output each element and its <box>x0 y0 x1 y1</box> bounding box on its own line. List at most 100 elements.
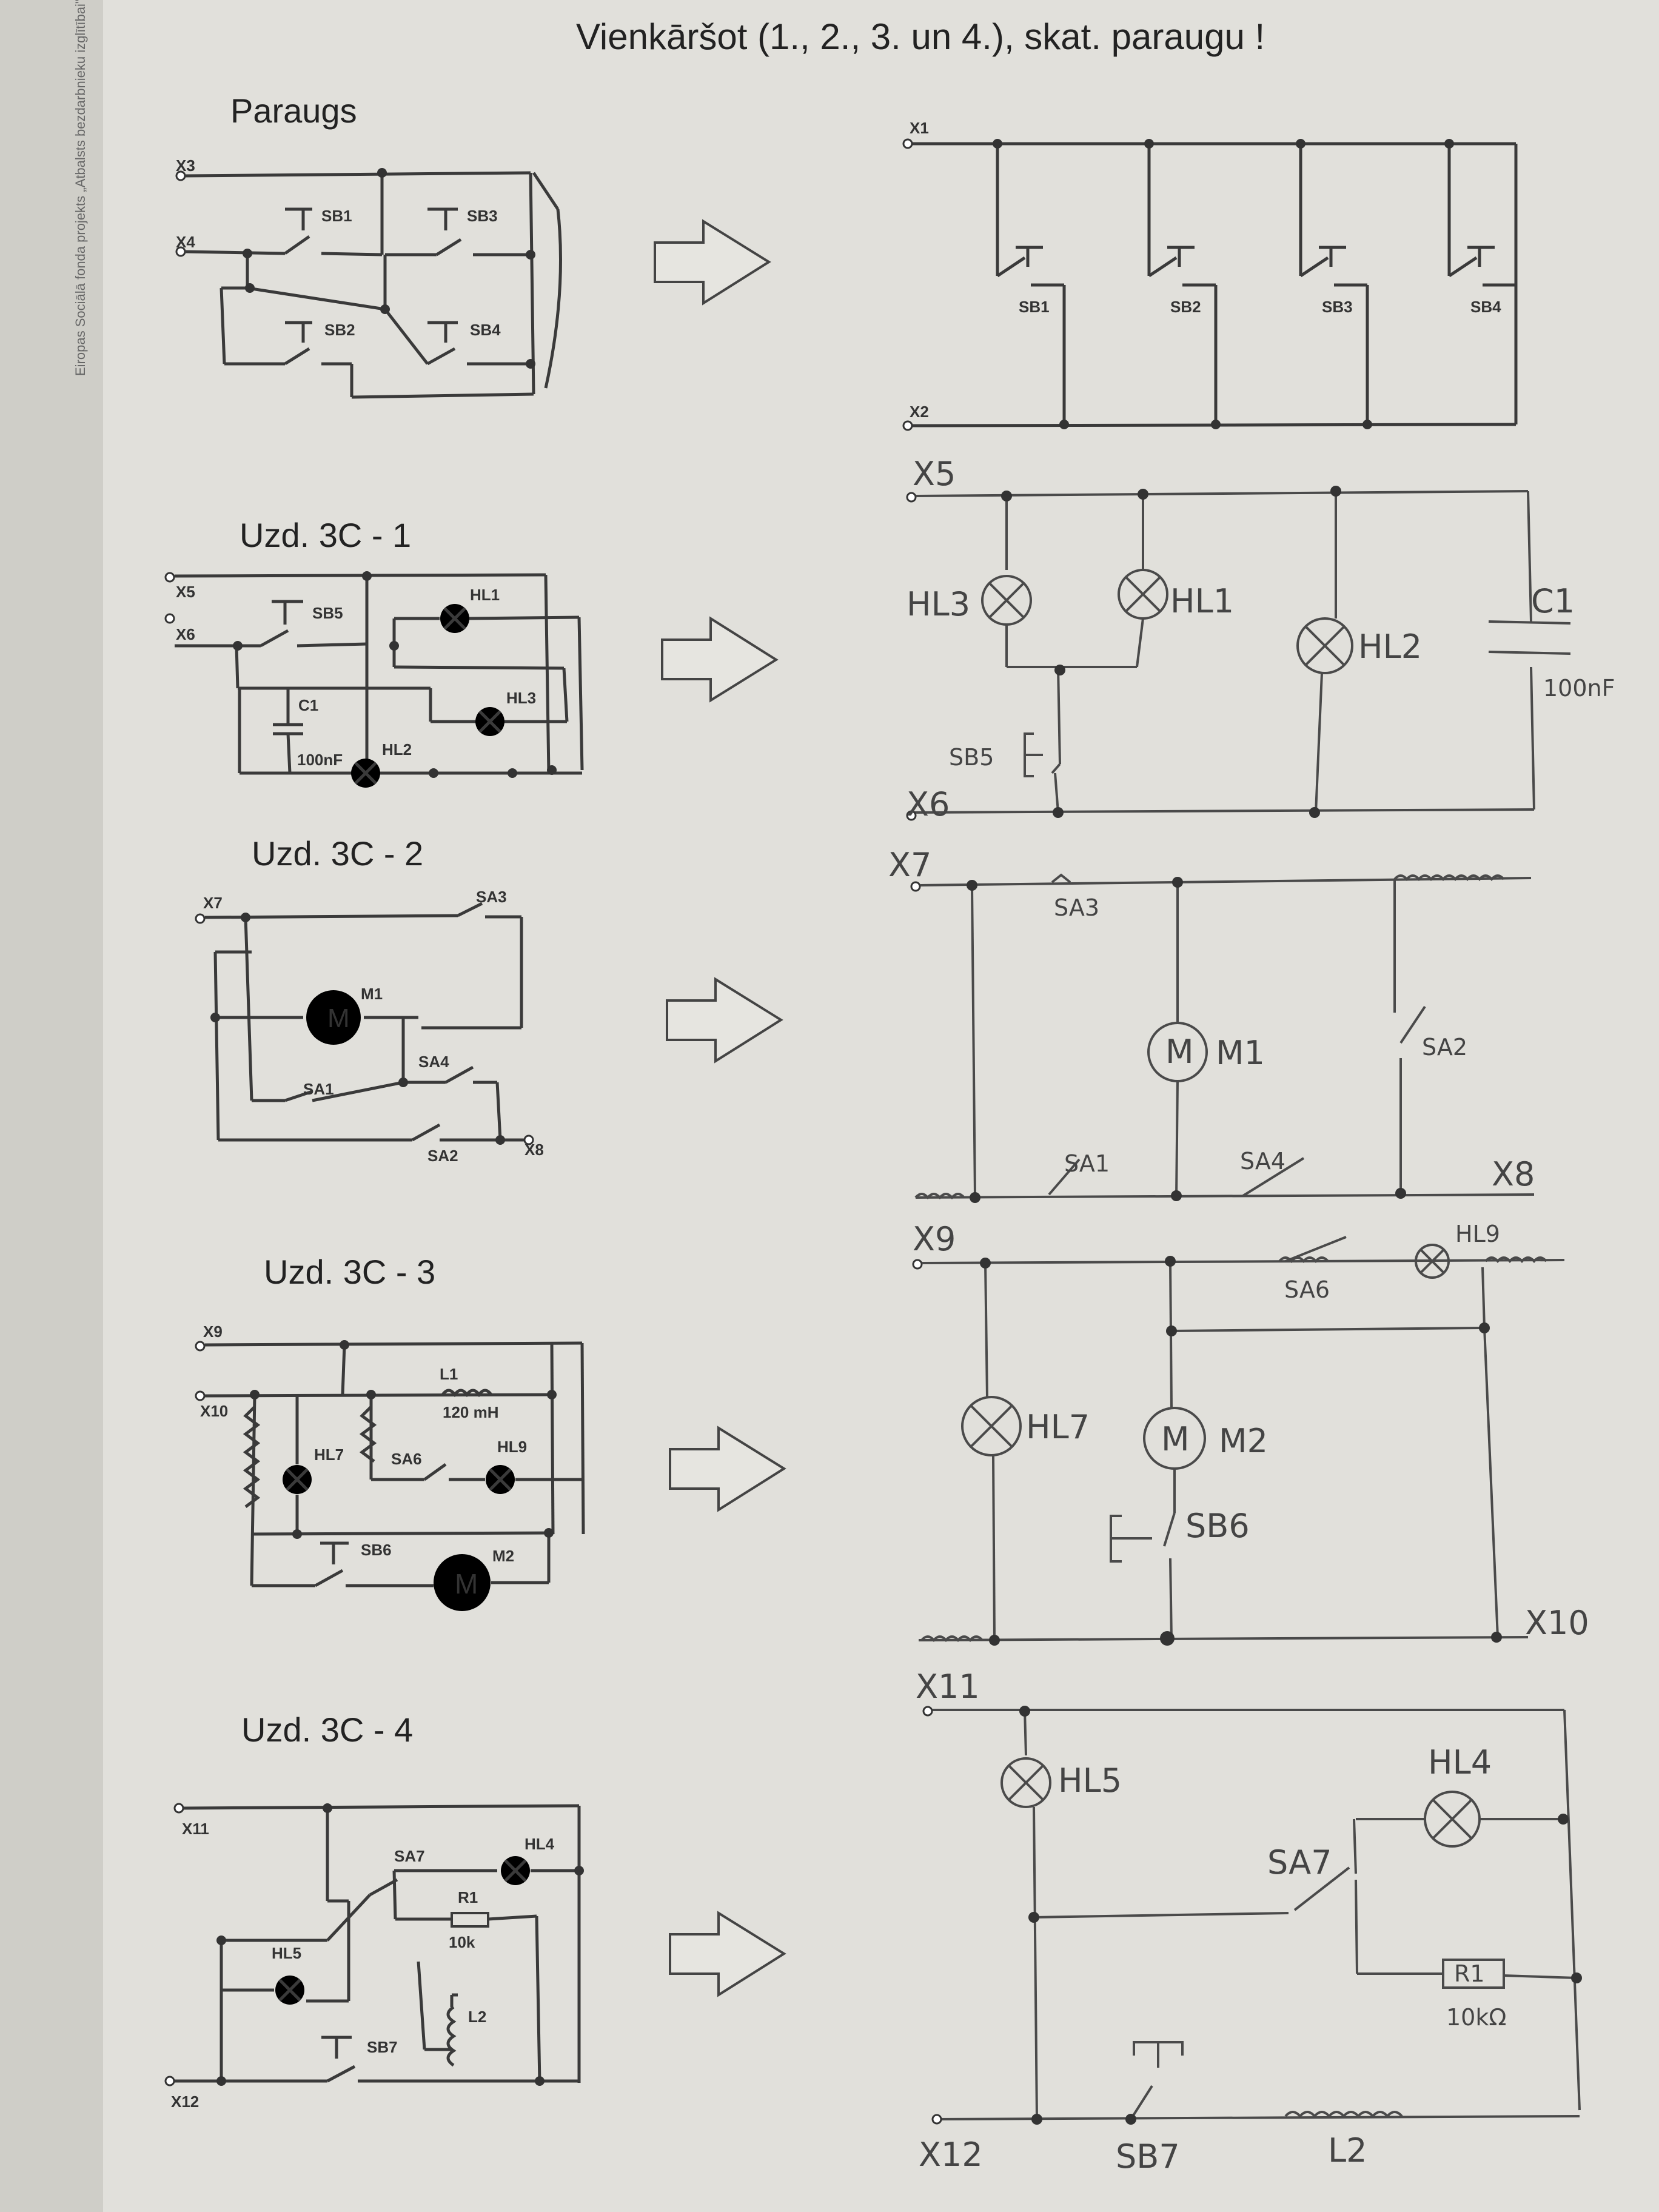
component-label: SB4 <box>1470 298 1501 316</box>
terminal-label: X6 <box>176 625 195 643</box>
task1-printed-circuit <box>164 571 584 788</box>
component-label: M2 <box>1219 1422 1268 1460</box>
component-label: L1 <box>440 1365 458 1383</box>
example-printed-circuit <box>175 168 562 399</box>
arrow-right-icon <box>669 1426 786 1512</box>
component-label: HL5 <box>1058 1761 1122 1800</box>
component-label: SB2 <box>324 321 355 339</box>
terminal-label: X11 <box>916 1667 980 1706</box>
component-label: C1 <box>298 696 318 714</box>
component-label: SB5 <box>949 744 994 771</box>
section-label-task-3: Uzd. 3C - 3 <box>264 1253 436 1291</box>
terminal-label: X10 <box>1525 1604 1589 1642</box>
component-label: HL2 <box>1358 628 1422 666</box>
terminal-label: X7 <box>203 894 223 912</box>
component-label: SB4 <box>470 321 501 339</box>
component-value: 100nF <box>1543 675 1615 702</box>
component-label: SA4 <box>418 1053 449 1071</box>
terminal-label: X2 <box>910 403 929 421</box>
component-label: L2 <box>468 2008 486 2026</box>
arrow-right-icon <box>661 616 779 703</box>
component-label: HL3 <box>506 689 536 707</box>
arrows <box>654 219 786 1997</box>
component-label: SB3 <box>1322 298 1353 316</box>
task4-answer-circuit <box>922 1706 1582 2125</box>
terminal-label: X12 <box>919 2136 983 2174</box>
component-label: HL4 <box>525 1835 555 1853</box>
component-label: HL7 <box>1026 1408 1090 1446</box>
terminal-label: X1 <box>910 119 929 137</box>
motor-symbol: M <box>1165 1033 1194 1071</box>
component-label: SA2 <box>1422 1034 1467 1061</box>
task3-answer-circuit <box>912 1236 1565 1646</box>
component-label: HL9 <box>497 1438 527 1456</box>
component-label: R1 <box>1454 1960 1485 1987</box>
component-label: HL3 <box>907 585 970 623</box>
terminal-label: X4 <box>176 233 195 251</box>
component-value: 10k <box>449 1933 475 1951</box>
section-label-task-4: Uzd. 3C - 4 <box>241 1711 414 1749</box>
component-label: HL9 <box>1455 1221 1500 1247</box>
task3-printed-circuit <box>195 1340 585 1611</box>
component-label: SA3 <box>476 888 507 906</box>
section-label-example: Paraugs <box>230 92 357 130</box>
task2-printed-circuit <box>195 902 534 1145</box>
terminal-label: X9 <box>913 1220 956 1258</box>
example-answer-circuit <box>902 138 1518 431</box>
component-label: SA4 <box>1240 1148 1285 1175</box>
terminal-label: X8 <box>525 1141 544 1159</box>
motor-symbol: M <box>1161 1420 1190 1458</box>
component-label: SA6 <box>1284 1276 1330 1303</box>
component-value: 100nF <box>297 751 343 769</box>
component-label: SA1 <box>303 1080 334 1098</box>
terminal-label: X6 <box>907 785 950 823</box>
component-label: SB1 <box>321 207 352 225</box>
component-label: HL2 <box>382 740 412 759</box>
component-label: M1 <box>361 985 383 1003</box>
arrow-right-icon <box>669 1911 786 1997</box>
task1-answer-circuit <box>906 486 1571 821</box>
component-value: 10kΩ <box>1446 2004 1506 2031</box>
component-label: M2 <box>492 1547 514 1565</box>
arrow-right-icon <box>666 977 783 1064</box>
component-label: HL1 <box>1170 582 1234 620</box>
component-label: SB6 <box>1185 1507 1250 1545</box>
terminal-label: X12 <box>171 2093 199 2111</box>
terminal-label: X8 <box>1492 1155 1535 1193</box>
task2-answer-circuit <box>910 873 1535 1203</box>
terminal-label: X5 <box>913 455 956 493</box>
component-label: SB7 <box>367 2038 398 2056</box>
component-label: SB6 <box>361 1541 392 1559</box>
component-label: SA1 <box>1064 1150 1110 1177</box>
component-label: R1 <box>458 1888 478 1906</box>
terminal-label: X7 <box>888 846 931 884</box>
section-label-task-1: Uzd. 3C - 1 <box>240 516 412 554</box>
component-label: HL1 <box>470 586 500 604</box>
component-label: HL7 <box>314 1446 344 1464</box>
component-label: SA2 <box>427 1147 458 1165</box>
motor-symbol: M <box>455 1568 478 1600</box>
section-label-task-2: Uzd. 3C - 2 <box>252 834 424 873</box>
component-label: L2 <box>1328 2131 1367 2170</box>
component-label: SB5 <box>312 604 343 622</box>
component-label: SB3 <box>467 207 498 225</box>
component-label: SA7 <box>1267 1843 1332 1882</box>
motor-symbol: M <box>327 1004 350 1033</box>
terminal-label: X3 <box>176 156 195 175</box>
component-label: SB7 <box>1116 2137 1180 2176</box>
component-label: SB1 <box>1019 298 1050 316</box>
component-label: SA7 <box>394 1847 425 1865</box>
component-value: 120 mH <box>443 1403 499 1421</box>
task4-printed-circuit <box>164 1803 584 2086</box>
terminal-label: X11 <box>182 1820 209 1838</box>
terminal-label: X5 <box>176 583 195 601</box>
component-label: C1 <box>1531 582 1575 620</box>
component-label: SB2 <box>1170 298 1201 316</box>
arrow-right-icon <box>654 219 771 306</box>
component-label: M1 <box>1216 1034 1265 1072</box>
component-label: SA6 <box>391 1450 422 1468</box>
terminal-label: X9 <box>203 1322 223 1341</box>
component-label: SA3 <box>1054 894 1099 921</box>
component-label: HL5 <box>272 1944 301 1962</box>
